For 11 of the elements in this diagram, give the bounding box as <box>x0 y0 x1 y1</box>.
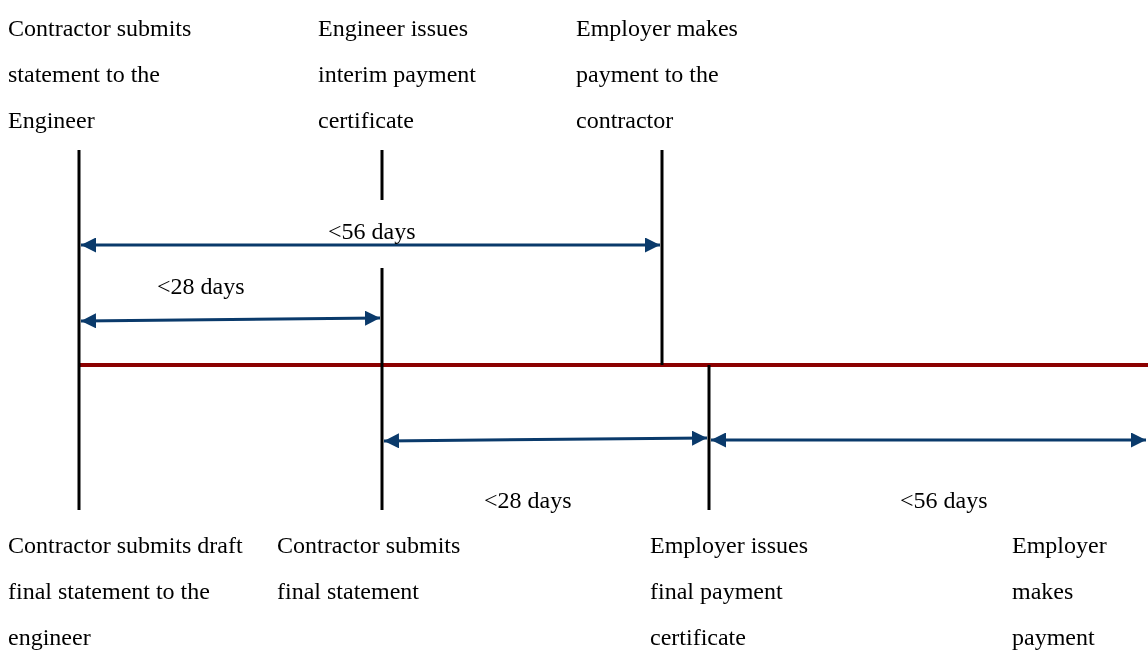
event-label: Engineer issues interim payment certificate <box>318 14 477 135</box>
event-label: Employer makes payment to the contractor <box>576 14 739 135</box>
duration-label: <56 days <box>900 486 988 515</box>
event-label: Employer makes payment <box>1012 531 1108 652</box>
duration-label: <28 days <box>484 486 572 515</box>
event-label: Employer issues final payment certificate <box>650 531 809 652</box>
duration-label: <56 days <box>328 217 416 246</box>
event-label: Contractor submits draft final statement to the engineer <box>8 531 243 652</box>
event-label: Contractor submits statement to the Engineer <box>8 14 193 135</box>
event-label: Contractor submits final statement <box>277 531 462 606</box>
duration-label: <28 days <box>157 272 245 301</box>
